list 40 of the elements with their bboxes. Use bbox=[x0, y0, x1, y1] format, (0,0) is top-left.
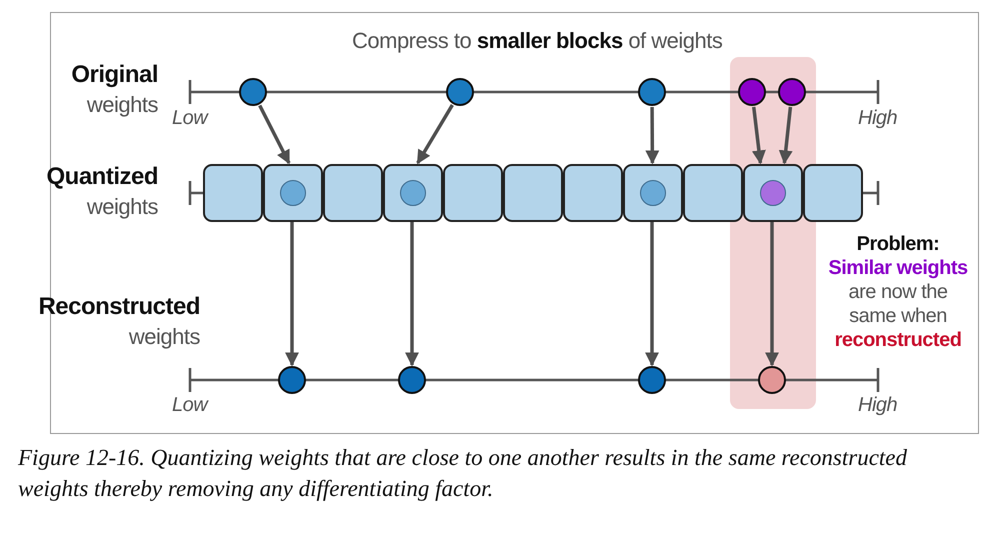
axis-end-label: High bbox=[858, 106, 898, 131]
quantization-block bbox=[383, 164, 443, 222]
quantization-block bbox=[203, 164, 263, 222]
quantization-block bbox=[623, 164, 683, 222]
quantization-block bbox=[503, 164, 563, 222]
quantization-block bbox=[263, 164, 323, 222]
quantization-block bbox=[683, 164, 743, 222]
arrow bbox=[258, 104, 291, 164]
row-label: Quantized weights bbox=[46, 162, 158, 221]
quantized-dot bbox=[400, 180, 426, 206]
quantized-dot bbox=[640, 180, 666, 206]
quantization-block bbox=[563, 164, 623, 222]
heading: Compress to smaller blocks of weights bbox=[352, 28, 722, 53]
row-label: Original weights bbox=[71, 60, 158, 119]
arrow bbox=[645, 222, 659, 366]
arrow bbox=[778, 106, 793, 164]
quantization-block bbox=[443, 164, 503, 222]
quantization-block bbox=[743, 164, 803, 222]
weight-dot bbox=[638, 78, 666, 106]
quantization-block bbox=[803, 164, 863, 222]
weight-dot bbox=[239, 78, 267, 106]
problem-note: Problem: Similar weights are now the same when reconstructed bbox=[827, 232, 969, 352]
arrow bbox=[416, 104, 454, 164]
arrow bbox=[285, 222, 299, 366]
row-label: Reconstructed weights bbox=[38, 292, 200, 351]
arrow bbox=[405, 222, 419, 366]
quantized-dot bbox=[760, 180, 786, 206]
quantization-block bbox=[323, 164, 383, 222]
quantized-dot bbox=[280, 180, 306, 206]
arrow bbox=[752, 106, 766, 164]
arrow bbox=[765, 222, 779, 366]
figure-caption: Figure 12-16. Quantizing weights that are close to one another results in the same reconstructed weights thereby removing any differentiating factor. bbox=[18, 444, 908, 503]
axis-end-label: Low bbox=[172, 393, 208, 418]
axis-end-label: High bbox=[858, 393, 898, 418]
arrow bbox=[645, 107, 660, 164]
reconstructed-dot bbox=[398, 366, 426, 394]
reconstructed-dot bbox=[278, 366, 306, 394]
weight-dot bbox=[446, 78, 474, 106]
reconstructed-dot bbox=[638, 366, 666, 394]
axis-end-label: Low bbox=[172, 106, 208, 131]
